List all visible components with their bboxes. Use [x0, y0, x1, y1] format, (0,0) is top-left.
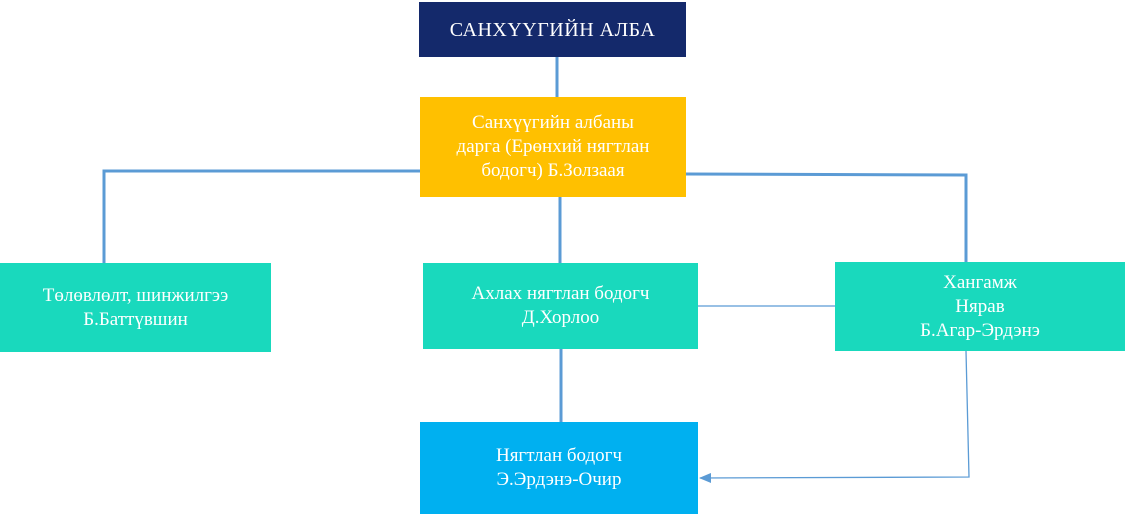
senior-accountant-label: Ахлах нягтлан бодогч Д.Хорлоо [471, 283, 650, 328]
connector-head-planning [102, 169, 420, 263]
planning-analysis-box: Төлөвлөлт, шинжилгээ Б.Баттүвшин [0, 263, 271, 352]
department-title: САНХҮҮГИЙН АЛБА [449, 18, 656, 41]
department-head-box: Санхүүгийн албаны дарга (Ерөнхий нягтлан… [420, 97, 686, 197]
connector-supply-accountant-arrow [699, 350, 970, 483]
supply-storekeeper-box: Хангамж Нярав Б.Агар-Эрдэнэ [835, 262, 1125, 351]
department-title-box: САНХҮҮГИЙН АЛБА [419, 2, 686, 57]
planning-analysis-label: Төлөвлөлт, шинжилгээ Б.Баттүвшин [42, 284, 229, 330]
accountant-label: Нягтлан бодогч Э.Эрдэнэ-Очир [495, 445, 623, 490]
senior-accountant-box: Ахлах нягтлан бодогч Д.Хорлоо [423, 263, 698, 349]
supply-storekeeper-label: Хангамж Нярав Б.Агар-Эрдэнэ [920, 271, 1040, 341]
connector-head-supply [685, 172, 968, 262]
accountant-box: Нягтлан бодогч Э.Эрдэнэ-Очир [420, 422, 698, 514]
department-head-label: Санхүүгийн албаны дарга (Ерөнхий нягтлан… [456, 112, 650, 181]
